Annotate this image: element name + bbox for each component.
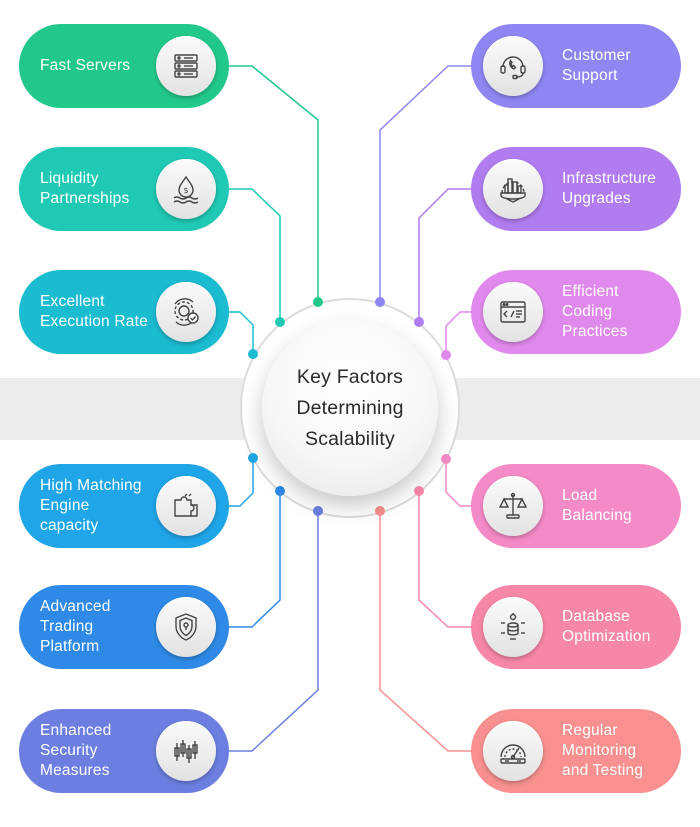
puzzle-icon: [156, 476, 216, 536]
factor-label: Regular Monitoring and Testing: [562, 722, 644, 779]
dot-coding: [441, 350, 451, 360]
headset-icon: [483, 36, 543, 96]
gauge-icon: [483, 721, 543, 781]
connector-coding: [445, 311, 474, 355]
dot-security: [313, 506, 323, 516]
factor-label: Efficient Coding Practices: [562, 283, 628, 340]
factor-label: Excellent Execution Rate: [40, 293, 148, 330]
factor-label: Fast Servers: [40, 57, 131, 74]
factor-label: Load Balancing: [562, 487, 632, 524]
factor-infrastructure-upgrades: Infrastructure Upgrades: [471, 147, 681, 231]
factor-matching-engine: High Matching Engine capacity: [19, 464, 229, 548]
dot-execution: [248, 349, 258, 359]
connector-support: [379, 65, 474, 302]
candlestick-icon: [156, 721, 216, 781]
liquidity-drop-icon: $: [156, 159, 216, 219]
server-icon: [156, 36, 216, 96]
factor-fast-servers: Fast Servers: [19, 24, 229, 108]
hub-title: Key Factors Determining Scalability: [296, 365, 404, 450]
factor-label: Liquidity Partnerships: [40, 170, 130, 207]
connector-execution: [226, 311, 254, 354]
svg-text:$: $: [183, 186, 188, 195]
connector-liquidity: [226, 188, 281, 322]
factor-label: Customer Support: [562, 47, 631, 84]
dot-liquidity: [275, 317, 285, 327]
connector-platform: [226, 491, 281, 628]
connector-infrastructure: [418, 188, 474, 322]
dot-matching: [248, 453, 258, 463]
factor-monitoring-testing: Regular Monitoring and Testing: [471, 709, 681, 793]
dot-monitoring: [375, 506, 385, 516]
factor-label: High Matching Engine capacity: [40, 477, 142, 534]
connector-load: [445, 459, 474, 507]
connector-fast-servers: [226, 65, 319, 302]
building-gear-icon: [483, 159, 543, 219]
factor-load-balancing: Load Balancing: [471, 464, 681, 548]
factor-trading-platform: Advanced Trading Platform: [19, 585, 229, 669]
dot-fast-servers: [313, 297, 323, 307]
connector-security: [226, 511, 319, 752]
connector-monitoring: [379, 511, 474, 752]
factor-label: Advanced Trading Platform: [40, 598, 111, 655]
factor-label: Enhanced Security Measures: [40, 722, 112, 779]
dot-load: [441, 454, 451, 464]
factor-label: Infrastructure Upgrades: [562, 170, 657, 207]
dot-support: [375, 297, 385, 307]
hub-circle: Key Factors Determining Scalability: [262, 320, 438, 496]
factor-customer-support: Customer Support: [471, 24, 681, 108]
dot-database: [414, 486, 424, 496]
gear-check-icon: [156, 282, 216, 342]
connector-database: [418, 491, 474, 628]
connector-matching: [226, 458, 254, 507]
factor-security-measures: Enhanced Security Measures: [19, 709, 229, 793]
factor-database-optimization: Database Optimization: [471, 585, 681, 669]
database-gear-icon: [483, 597, 543, 657]
dot-platform: [275, 486, 285, 496]
factor-label: Database Optimization: [562, 608, 651, 645]
factor-liquidity-partnerships: Liquidity Partnerships $: [19, 147, 229, 231]
balance-scale-icon: [483, 476, 543, 536]
shield-lock-icon: [156, 597, 216, 657]
code-window-icon: [483, 282, 543, 342]
factor-execution-rate: Excellent Execution Rate: [19, 270, 229, 354]
dot-infrastructure: [414, 317, 424, 327]
factor-efficient-coding: Efficient Coding Practices: [471, 270, 681, 354]
